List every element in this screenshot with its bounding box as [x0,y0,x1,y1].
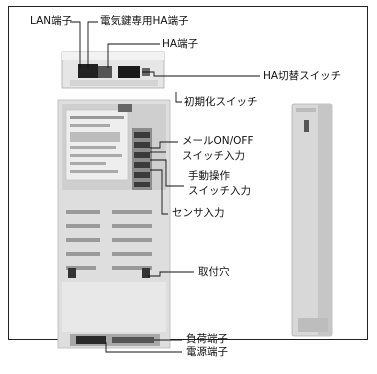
label-load-terminal: 負荷端子 [186,333,228,345]
side-view-device [291,103,333,337]
label-mail-onoff-line2: スイッチ入力 [182,150,245,162]
label-mail-onoff-line1: メールON/OFF [182,135,254,147]
label-lan-terminal: LAN端子 [30,15,73,27]
leader-lines [70,21,260,353]
label-init-switch: 初期化スイッチ [184,96,258,108]
label-power-terminal: 電源端子 [186,346,228,358]
label-ha-lock-terminal: 電気鍵専用HA端子 [100,15,189,27]
label-mount-hole: 取付穴 [198,266,230,278]
label-ha-terminal: HA端子 [162,38,199,50]
label-manual-line2: スイッチ入力 [188,185,251,197]
label-ha-switch: HA切替スイッチ [263,70,342,82]
label-manual-line1: 手動操作 [188,170,230,182]
top-connector-module [61,51,165,89]
main-device-body [57,99,171,349]
label-sensor-input: センサ入力 [172,207,225,219]
